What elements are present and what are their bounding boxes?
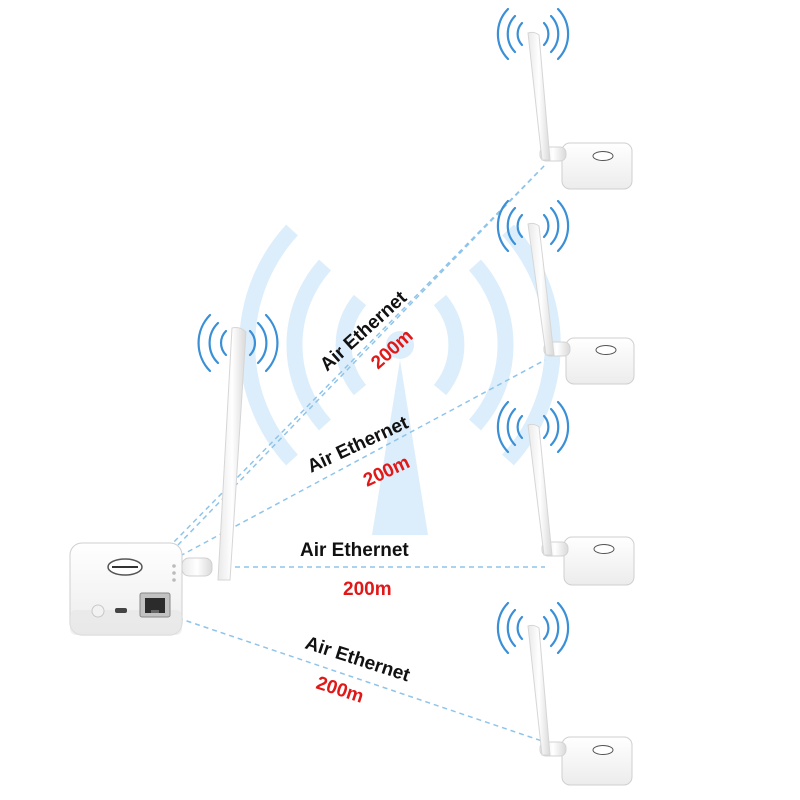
wifi-tower-watermark-icon xyxy=(239,224,561,535)
wifi-signal-waves-icon xyxy=(496,7,570,61)
client-bridge-device-icon xyxy=(527,31,633,190)
ethernet-port-icon xyxy=(139,592,171,618)
client-device-3 xyxy=(496,400,635,586)
router-device-icon xyxy=(69,313,279,636)
link-distance-3: 200m xyxy=(343,579,392,600)
link-line-1 xyxy=(177,164,546,546)
wifi-signal-waves-icon xyxy=(496,400,570,454)
client-device-1 xyxy=(496,7,633,190)
wifi-signal-waves-icon xyxy=(197,313,279,373)
reset-button-icon xyxy=(91,604,105,618)
client-bridge-device-icon xyxy=(527,423,635,586)
client-device-4 xyxy=(496,601,633,786)
link-lines xyxy=(167,164,546,743)
antenna-icon xyxy=(181,327,247,581)
client-bridge-device-icon xyxy=(527,222,635,385)
link-label-3: Air Ethernet xyxy=(300,540,409,561)
client-bridge-device-icon xyxy=(527,624,633,786)
wifi-signal-waves-icon xyxy=(496,601,570,655)
link-line-2 xyxy=(179,359,546,557)
link-line-1b xyxy=(167,169,541,549)
link-distance-4: 200m xyxy=(313,673,366,708)
client-device-2 xyxy=(496,199,635,385)
link-line-4 xyxy=(177,617,546,743)
wifi-signal-waves-icon xyxy=(496,199,570,253)
usb-port-icon xyxy=(115,608,127,613)
